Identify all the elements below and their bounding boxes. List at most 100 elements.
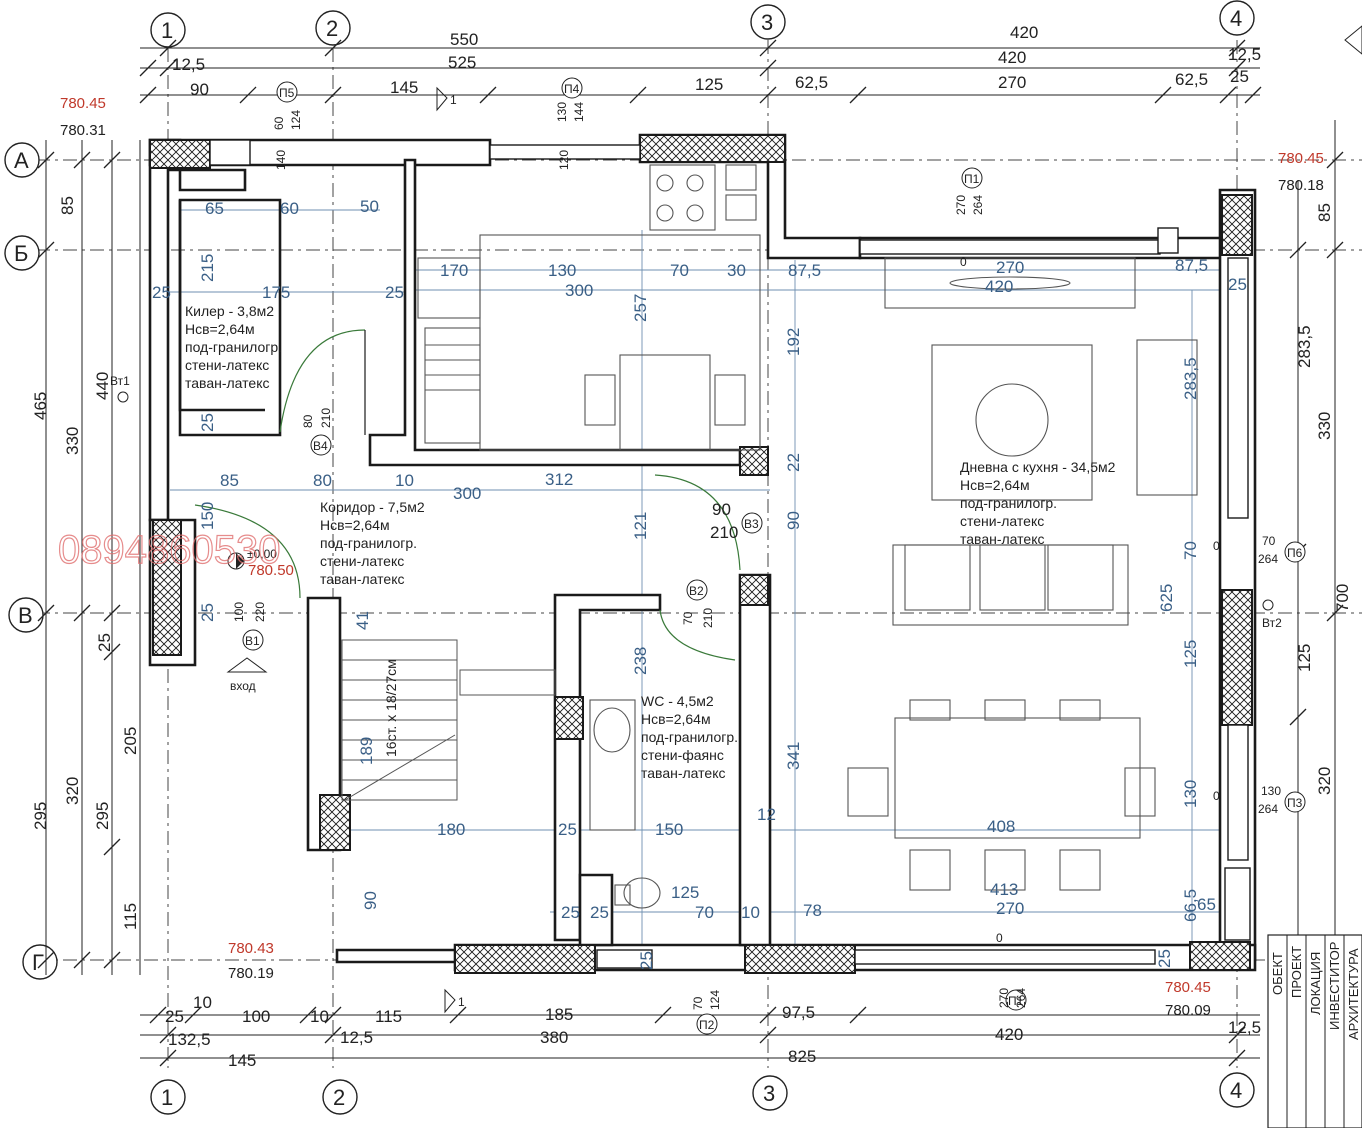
- axis-v: В: [18, 603, 33, 628]
- zero-p6: 0: [1213, 539, 1220, 553]
- dim-left-295a: 295: [31, 802, 50, 830]
- tb-architecture: АРХИТЕКТУРА: [1346, 948, 1361, 1040]
- pantry-line-1: Килер - 3,8м2: [185, 303, 274, 319]
- dim-bot-100: 100: [242, 1007, 270, 1026]
- axis-3-top: 3: [761, 10, 773, 35]
- dim-left-85: 85: [58, 196, 77, 215]
- wc-fixtures: [589, 699, 661, 909]
- axis-1-bottom: 1: [161, 1085, 173, 1110]
- idim-25a: 25: [152, 283, 171, 302]
- dim-bot-145: 145: [228, 1051, 256, 1070]
- corridor-line-1: Коридор - 7,5м2: [320, 499, 425, 515]
- level-br-red: 780.45: [1165, 979, 1211, 996]
- idim-170: 170: [440, 261, 468, 280]
- dim-bot-10a: 10: [193, 993, 212, 1012]
- idim-25h: 25: [590, 903, 609, 922]
- idim-130: 130: [548, 261, 576, 280]
- level-bl-red: 780.43: [228, 940, 274, 957]
- v4-w: 80: [301, 414, 315, 428]
- idim-312: 312: [545, 470, 573, 489]
- idim-25c: 25: [1228, 275, 1247, 294]
- p1b-w: 270: [997, 988, 1011, 1008]
- windows: [209, 139, 1251, 969]
- opening-marks: [242, 77, 1306, 1035]
- idim-41: 41: [353, 611, 372, 630]
- zero-p3: 0: [1213, 789, 1220, 803]
- dim-top-420a: 420: [1010, 23, 1038, 42]
- stairs: [341, 639, 556, 801]
- mark-v1: В1: [245, 634, 260, 648]
- mark-v3: В3: [744, 517, 759, 531]
- p1b-h: 264: [1014, 988, 1028, 1008]
- dim-left-115: 115: [121, 903, 140, 930]
- idim-413: 413: [990, 880, 1018, 899]
- pantry-line-3: под-гранилогр.: [185, 339, 282, 355]
- room-pantry: Килер - 3,8м2 Нсв=2,64м под-гранилогр. с…: [185, 303, 282, 391]
- dim-left-465: 465: [31, 392, 50, 420]
- pantry-line-4: стени-латекс: [185, 357, 269, 373]
- idim-341: 341: [784, 742, 803, 770]
- idim-257: 257: [631, 294, 650, 322]
- idim-12: 12: [757, 805, 776, 824]
- dim-right-85: 85: [1315, 203, 1334, 222]
- idim-87-5a: 87,5: [788, 261, 821, 280]
- idim-90b: 90: [361, 891, 380, 910]
- idim-192: 192: [784, 328, 803, 356]
- v4-h: 210: [319, 408, 333, 428]
- idim-150a: 150: [198, 502, 217, 530]
- vt1-symbol: [117, 391, 129, 403]
- idim-50: 50: [360, 197, 379, 216]
- dim-left-330: 330: [63, 427, 82, 455]
- p3-h: 264: [1258, 802, 1278, 816]
- mark-v4: В4: [313, 439, 328, 453]
- mark-p5: П5: [279, 86, 295, 100]
- p2-h: 124: [708, 990, 722, 1010]
- idim-70a: 70: [1181, 541, 1200, 560]
- axis-g: Г: [32, 950, 44, 975]
- idim-270a: 270: [996, 258, 1024, 277]
- mark-p4: П4: [564, 82, 580, 96]
- dim-top-12-5b: 12,5: [1228, 45, 1261, 64]
- dim-bot-132-5: 132,5: [168, 1030, 211, 1049]
- op-60: 60: [272, 116, 286, 130]
- level-tr-black: 780.18: [1278, 177, 1324, 194]
- v3-h: 210: [710, 523, 738, 542]
- dim-bot-10b: 10: [310, 1007, 329, 1026]
- dim-bot-825: 825: [788, 1047, 816, 1066]
- level-tr-red: 780.45: [1278, 150, 1324, 167]
- idim-238: 238: [631, 647, 650, 675]
- mark-p1-bottom: П1: [1008, 994, 1024, 1008]
- idim-66-5: 66,5: [1181, 889, 1200, 922]
- living-line-5: таван-латекс: [960, 531, 1044, 547]
- idim-90a: 90: [784, 511, 803, 530]
- doors: [194, 329, 741, 661]
- dim-bot-185: 185: [545, 1005, 573, 1024]
- idim-60: 60: [280, 199, 299, 218]
- p6-w: 70: [1262, 534, 1276, 548]
- dim-bot-115: 115: [375, 1007, 402, 1026]
- idim-10: 10: [395, 471, 414, 490]
- axis-b: Б: [14, 241, 28, 266]
- idim-408: 408: [987, 817, 1015, 836]
- pantry-line-2: Нсв=2,64м: [185, 321, 255, 337]
- dim-left-295b: 295: [93, 802, 112, 830]
- idim-180: 180: [437, 820, 465, 839]
- op-140: 140: [274, 150, 288, 170]
- p6-h: 264: [1258, 552, 1278, 566]
- dim-bot-97-5: 97,5: [782, 1003, 815, 1022]
- idim-25d: 25: [198, 413, 217, 432]
- idim-25e: 25: [198, 603, 217, 622]
- tb-investor: ИНВЕСТИТОР: [1327, 942, 1342, 1030]
- p1-w: 270: [954, 195, 968, 215]
- living-line-4: стени-латекс: [960, 513, 1044, 529]
- wc-line-3: под-гранилогр.: [641, 729, 738, 745]
- entry-arrow: [226, 657, 268, 673]
- dim-bot-380: 380: [540, 1028, 568, 1047]
- left-dims: 85 465 440 330 25 205 320 295 295 115: [31, 196, 140, 930]
- idim-78: 78: [803, 901, 822, 920]
- vt2-symbol: [1262, 599, 1274, 611]
- wc-line-4: стени-фаянс: [641, 747, 724, 763]
- dim-top-25: 25: [1230, 67, 1249, 86]
- idim-25i: 25: [637, 951, 656, 970]
- kitchen-fixtures: [417, 164, 761, 451]
